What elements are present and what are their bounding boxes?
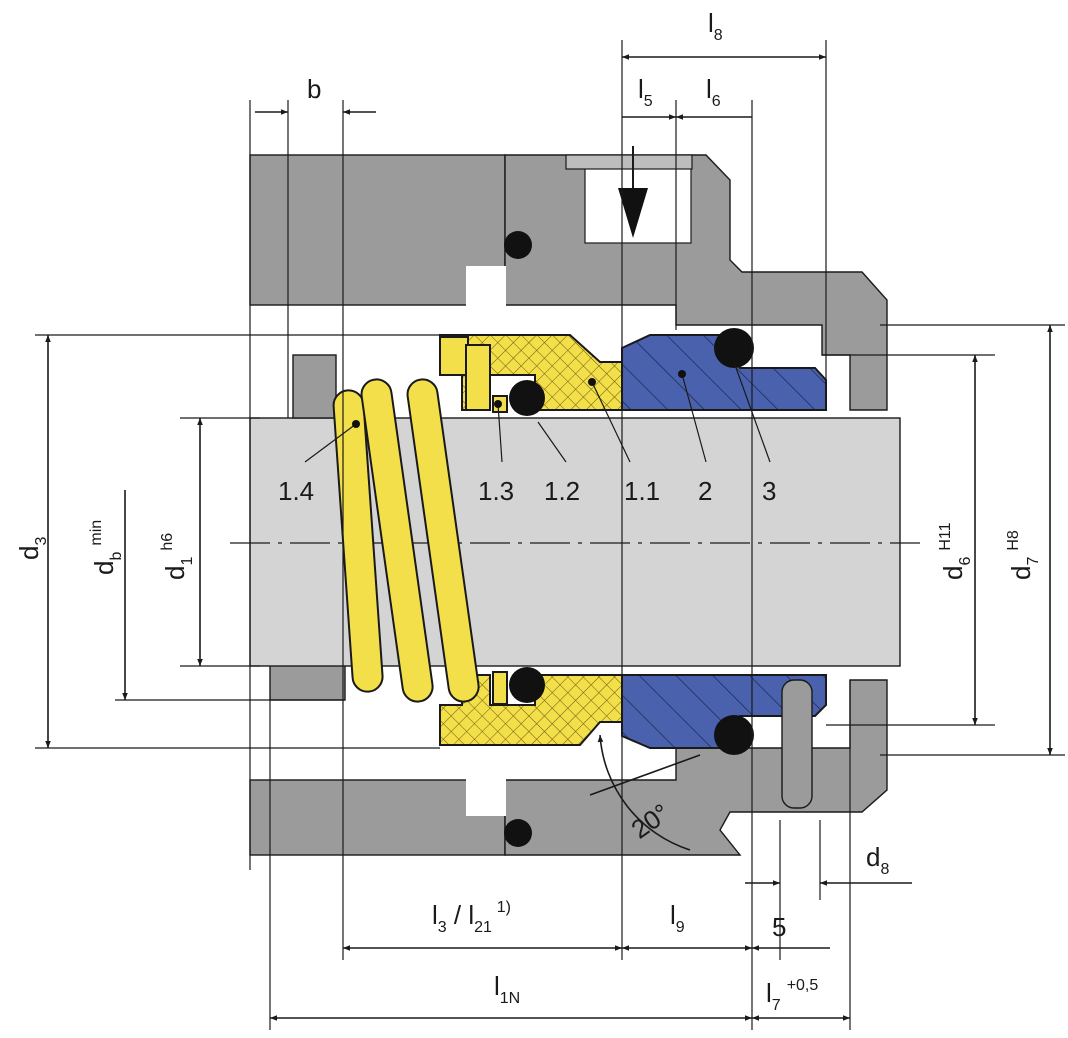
dim-d3: d3 xyxy=(14,537,50,560)
spring xyxy=(332,378,480,703)
dim-d8: d8 xyxy=(866,842,889,878)
dim-l9: l9 xyxy=(670,900,685,936)
dim-l8: l8 xyxy=(708,8,723,44)
part-label-1-1: 1.1 xyxy=(624,476,660,506)
dim-l1n: l1N xyxy=(494,971,520,1007)
dim-five: 5 xyxy=(772,912,786,942)
dimension-lines xyxy=(45,54,1053,1021)
dim-l5: l5 xyxy=(638,74,653,110)
seal-face-rotating-bottom xyxy=(439,674,623,746)
set-screw xyxy=(292,354,337,419)
housing-top xyxy=(249,154,888,411)
extension-lines xyxy=(35,40,1065,1030)
dim-db: dbmin xyxy=(88,520,125,575)
dim-b: b xyxy=(307,74,321,104)
stationary-seat-top xyxy=(621,334,827,411)
part-label-1-2: 1.2 xyxy=(544,476,580,506)
anti-rotation-pin xyxy=(781,679,813,809)
part-label-2: 2 xyxy=(698,476,712,506)
part-label-3: 3 xyxy=(762,476,776,506)
part-label-1-3: 1.3 xyxy=(478,476,514,506)
dim-l6: l6 xyxy=(706,74,721,110)
dim-d6: d6H11 xyxy=(937,522,974,580)
leader-lines xyxy=(304,364,771,463)
o-rings xyxy=(504,231,754,847)
dim-d1: d1h6 xyxy=(159,533,196,580)
housing-bottom xyxy=(249,664,888,856)
leader-dots xyxy=(352,370,686,428)
part-label-1-4: 1.4 xyxy=(278,476,314,506)
dim-l3-l21: l3 / l211) xyxy=(432,899,511,936)
flow-arrow xyxy=(618,146,648,238)
dim-d7: d7H8 xyxy=(1005,530,1042,580)
dim-l7: l7+0,5 xyxy=(766,977,818,1014)
